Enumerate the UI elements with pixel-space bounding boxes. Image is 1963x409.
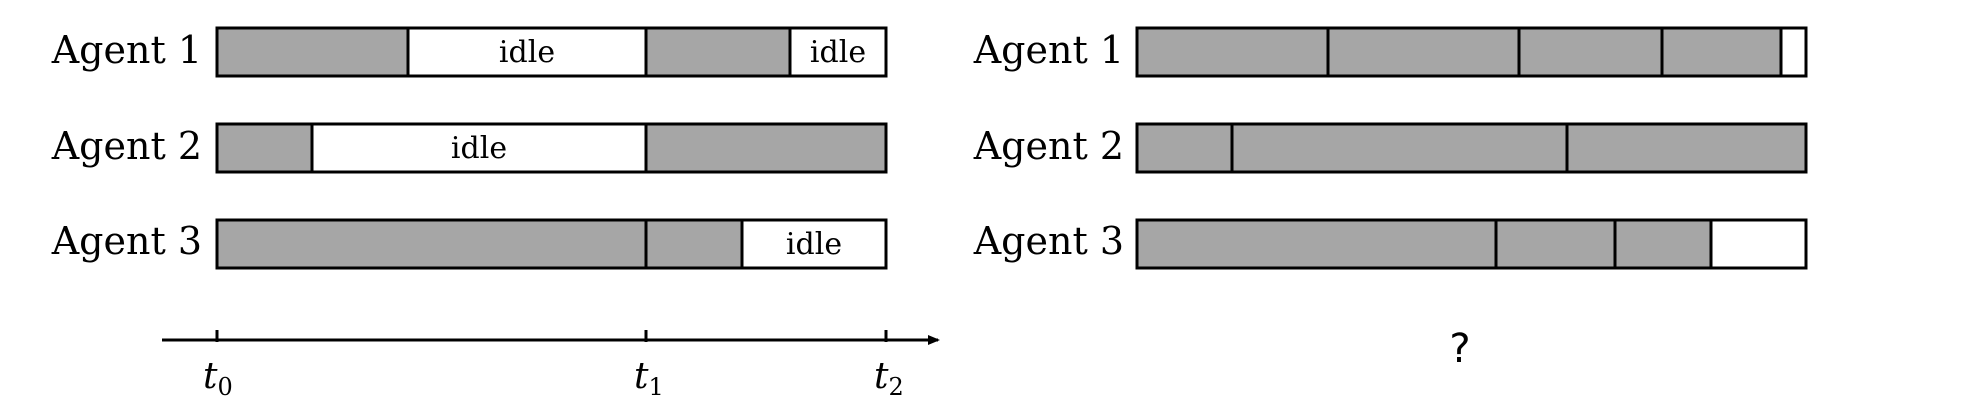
right-agent-3-busy-segment-2 [1494, 218, 1617, 270]
left-agent-1-idle-label: idle [499, 35, 555, 70]
right-agent-2-label: Agent 2 [973, 124, 1124, 168]
question-mark: ? [1449, 326, 1470, 372]
left-agent-3-busy-segment-1 [215, 218, 648, 270]
tick-label-t2: t2 [874, 356, 904, 401]
right-agent-1-idle-segment-5 [1779, 26, 1808, 78]
right-schedule-panel: Agent 1 Agent 2 Agent 3 ? [973, 26, 1808, 372]
right-agent-2-busy-segment-3 [1565, 122, 1808, 174]
left-agent-1-idle-segment-4 [788, 26, 888, 78]
left-agent-3-busy-segment-2 [644, 218, 744, 270]
left-agent-1-busy-segment-1 [215, 26, 410, 78]
left-agent-2-idle-label: idle [451, 131, 507, 166]
right-agent-1-busy-segment-2 [1326, 26, 1521, 78]
time-axis: t0 t1 t2 [162, 330, 940, 401]
left-agent-2-busy-segment-1 [215, 122, 314, 174]
left-agent-1-idle-segment-2 [406, 26, 648, 78]
left-agent-2-busy-segment-3 [644, 122, 888, 174]
left-agent-3-idle-label: idle [786, 227, 842, 262]
left-agent-3-idle-segment-3 [740, 218, 888, 270]
right-agent-1-label: Agent 1 [973, 28, 1124, 72]
tick-label-t0: t0 [203, 356, 233, 401]
right-agent-bars [1135, 26, 1808, 270]
right-agent-2-busy-segment-2 [1230, 122, 1569, 174]
left-agent-3-label: Agent 3 [51, 219, 202, 263]
right-agent-1-busy-segment-1 [1135, 26, 1330, 78]
left-agent-2-idle-segment-2 [310, 122, 648, 174]
left-agent-2-label: Agent 2 [51, 124, 202, 168]
right-agent-3-idle-segment-4 [1709, 218, 1808, 270]
left-agent-1-label: Agent 1 [51, 28, 202, 72]
tick-label-t1: t1 [634, 356, 664, 401]
right-agent-1-busy-segment-3 [1517, 26, 1664, 78]
left-agent-1-idle-label: idle [810, 35, 866, 70]
right-agent-3-label: Agent 3 [973, 219, 1124, 263]
left-agent-1-busy-segment-3 [644, 26, 792, 78]
left-agent-bars: idle idle idle idle [215, 26, 888, 270]
right-agent-2-busy-segment-1 [1135, 122, 1234, 174]
right-agent-1-busy-segment-4 [1660, 26, 1783, 78]
right-agent-3-busy-segment-1 [1135, 218, 1498, 270]
right-agent-3-busy-segment-3 [1613, 218, 1713, 270]
